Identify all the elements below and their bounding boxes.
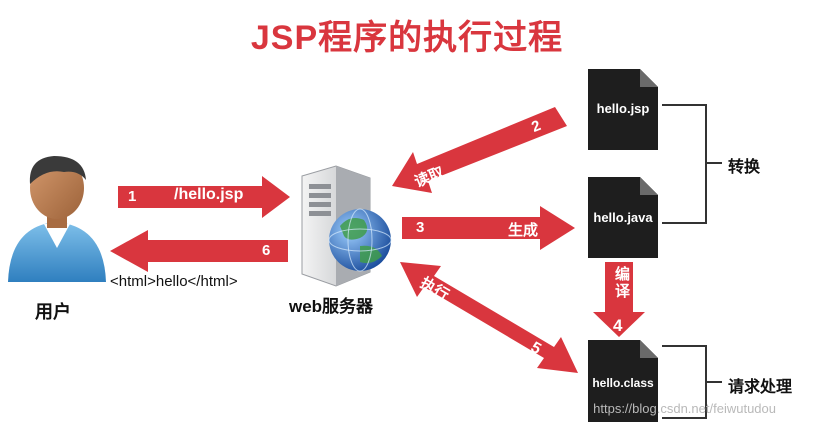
file-hello-java-icon [588, 177, 658, 258]
arrow-3-generate [402, 206, 575, 250]
user-label: 用户 [35, 302, 71, 322]
bracket-convert-label: 转换 [728, 159, 761, 176]
arrow-6-label: <html>hello</html> [110, 273, 238, 290]
server-label: web服务器 [289, 297, 374, 316]
file-hello-class-icon [588, 340, 658, 422]
file-hello-jsp-icon [588, 69, 658, 150]
user-icon [8, 156, 106, 282]
arrow-3-label: 生成 [508, 222, 539, 239]
arrow-1-label: /hello.jsp [174, 186, 244, 203]
file-hello-java-label: hello.java [593, 210, 653, 225]
bracket-request-label: 请求处理 [728, 379, 793, 396]
bracket-convert [662, 104, 722, 224]
arrow-4-compile [593, 262, 645, 337]
arrow-4-number: 4 [613, 316, 623, 335]
arrow-4-label: 编译 [613, 266, 630, 300]
arrow-2-read [392, 107, 567, 193]
arrow-5-execute [400, 262, 578, 373]
globe-icon [328, 208, 392, 272]
file-hello-jsp-label: hello.jsp [596, 101, 650, 116]
arrow-6-response [110, 230, 288, 272]
arrow-3-number: 3 [416, 219, 425, 236]
arrow-6-number: 6 [262, 242, 271, 259]
bracket-request [662, 345, 722, 419]
file-hello-class-label: hello.class [592, 376, 654, 390]
page-title: JSP程序的执行过程 [250, 19, 564, 57]
arrow-1-request [118, 176, 290, 218]
watermark: https://blog.csdn.net/feiwutudou [593, 401, 776, 416]
arrow-1-number: 1 [128, 188, 137, 205]
